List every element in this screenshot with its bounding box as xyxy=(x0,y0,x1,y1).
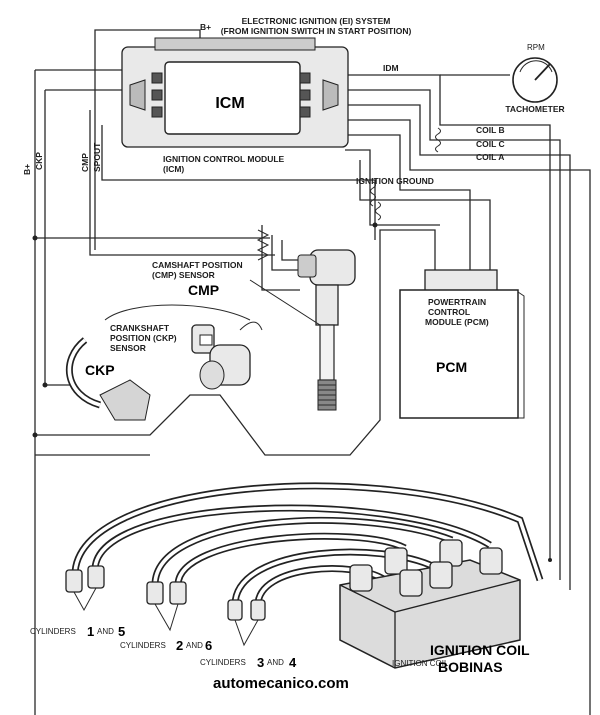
cyl-group3-and: AND xyxy=(267,658,284,667)
ckp-caption-line2: POSITION (CKP) xyxy=(110,333,177,343)
cyl-group2-and: AND xyxy=(186,641,203,650)
wire-label-coil-b: COIL B xyxy=(476,125,505,135)
wiring-harness xyxy=(32,29,591,715)
pcm-housing xyxy=(399,289,519,419)
tachometer-label: TACHOMETER xyxy=(505,104,564,114)
tachometer: RPM TACHOMETER xyxy=(505,43,564,114)
tachometer-needle xyxy=(534,63,551,81)
cyl-group1-a: 1 xyxy=(87,624,94,639)
ckp-tag: CKP xyxy=(85,362,115,378)
ignition-coil-pack: IGNITION COIL xyxy=(339,539,521,669)
cyl-group3-b: 4 xyxy=(289,655,297,670)
pcm-caption-line3: MODULE (PCM) xyxy=(425,317,489,327)
cyl-group2-b: 6 xyxy=(205,638,212,653)
ckp-caption-line1: CRANKSHAFT xyxy=(110,323,170,333)
wire-label-ckp: CKP xyxy=(34,152,44,170)
wire-label-spout: SPOUT xyxy=(92,142,102,172)
icm-caption-line2: (ICM) xyxy=(163,164,184,174)
cyl-group2-word: CYLINDERS xyxy=(120,641,166,650)
camshaft-position-sensor: CAMSHAFT POSITION (CMP) SENSOR CMP xyxy=(152,249,356,411)
wire-label-coil-a: COIL A xyxy=(476,152,504,162)
icm-caption-line1: IGNITION CONTROL MODULE xyxy=(163,154,285,164)
pcm-caption-line1: POWERTRAIN xyxy=(428,297,486,307)
wire-label-bplus-left: B+ xyxy=(22,164,32,175)
title-line1: ELECTRONIC IGNITION (EI) SYSTEM xyxy=(242,16,391,26)
ckp-caption-line3: SENSOR xyxy=(110,343,146,353)
wire-label-ignition-ground: IGNITION GROUND xyxy=(356,176,434,186)
crankshaft-position-sensor: CRANKSHAFT POSITION (CKP) SENSOR CKP xyxy=(66,304,263,421)
wire-label-cmp: CMP xyxy=(80,153,90,172)
cyl-group3-a: 3 xyxy=(257,655,264,670)
wire-label-idm: IDM xyxy=(383,63,399,73)
watermark: automecanico.com xyxy=(213,675,349,692)
system-title: ELECTRONIC IGNITION (EI) SYSTEM (FROM IG… xyxy=(221,16,412,36)
pcm-tag: PCM xyxy=(436,359,467,375)
cyl-group1-b: 5 xyxy=(118,624,125,639)
pcm-caption-line2: CONTROL xyxy=(428,307,470,317)
cylinder-group-3-4: CYLINDERS 3 AND 4 xyxy=(200,655,297,670)
cylinder-group-2-6: CYLINDERS 2 AND 6 xyxy=(120,638,212,653)
cmp-tag: CMP xyxy=(188,282,219,298)
cmp-caption-line1: CAMSHAFT POSITION xyxy=(152,260,243,270)
powertrain-control-module: POWERTRAIN CONTROL MODULE (PCM) PCM xyxy=(399,269,525,419)
wire-label-bplus-top: B+ xyxy=(200,22,211,32)
cyl-group2-a: 2 xyxy=(176,638,183,653)
title-line2: (FROM IGNITION SWITCH IN START POSITION) xyxy=(221,26,412,36)
coil-tag-line1: IGNITION COIL xyxy=(430,642,530,658)
tachometer-rpm-label: RPM xyxy=(527,43,545,52)
cyl-group1-word: CYLINDERS xyxy=(30,627,76,636)
cyl-group1-and: AND xyxy=(97,627,114,636)
cyl-group3-word: CYLINDERS xyxy=(200,658,246,667)
spark-plug-wires xyxy=(65,482,544,647)
ignition-control-module: ICM IGNITION CONTROL MODULE (ICM) xyxy=(121,37,349,174)
icm-tag: ICM xyxy=(215,95,244,112)
coil-caption: IGNITION COIL xyxy=(392,659,449,668)
cmp-caption-line2: (CMP) SENSOR xyxy=(152,270,215,280)
wire-label-coil-c: COIL C xyxy=(476,139,505,149)
cylinder-group-1-5: CYLINDERS 1 AND 5 xyxy=(30,624,125,639)
coil-tag-line2: BOBINAS xyxy=(438,659,503,675)
